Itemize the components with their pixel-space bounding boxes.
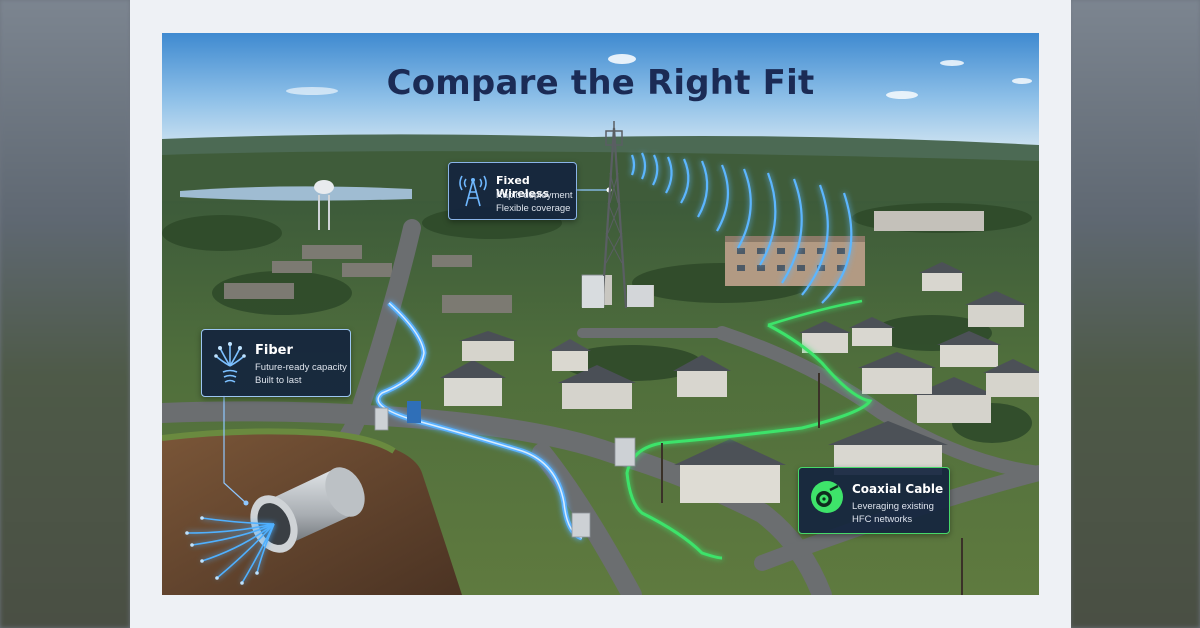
- fiber-strands: [186, 517, 275, 584]
- coaxial-heading: Coaxial Cable: [852, 482, 944, 496]
- coaxial-cable-callout: Coaxial Cable Leveraging existing HFC ne…: [798, 467, 950, 534]
- fiber-line-2: Built to last: [255, 375, 302, 386]
- fiber-heading: Fiber: [255, 343, 293, 358]
- coaxial-line-2: HFC networks: [852, 514, 913, 525]
- water-tower: [314, 180, 334, 230]
- fixed-wireless-heading: Fixed Wireless: [496, 174, 550, 200]
- fiber-line-1: Future-ready capacity: [255, 362, 347, 373]
- conduit-pipe: [250, 467, 365, 553]
- coax-route: [625, 323, 873, 560]
- houses: [440, 262, 1039, 503]
- fixed-wireless-line-2: Flexible coverage: [496, 203, 571, 214]
- fiber-callout: Fiber Future-ready capacity Built to las…: [201, 329, 351, 397]
- coaxial-line-1: Leveraging existing: [852, 501, 934, 512]
- blurred-margin-left: [0, 0, 130, 628]
- cell-tower: [600, 121, 628, 309]
- fixed-wireless-callout: Fixed Wireless Rapid deployment Flexible…: [448, 162, 577, 220]
- scene-illustration: [162, 33, 1039, 595]
- wireless-waves: [630, 152, 853, 304]
- aerial-town-scene: Compare the Right Fit Fixed Wireless Rap…: [162, 33, 1039, 595]
- blurred-margin-right: [1070, 0, 1200, 628]
- fixed-wireless-line-1: Rapid deployment: [496, 190, 573, 201]
- apartment-building: [725, 211, 984, 286]
- page-title: Compare the Right Fit: [386, 63, 815, 103]
